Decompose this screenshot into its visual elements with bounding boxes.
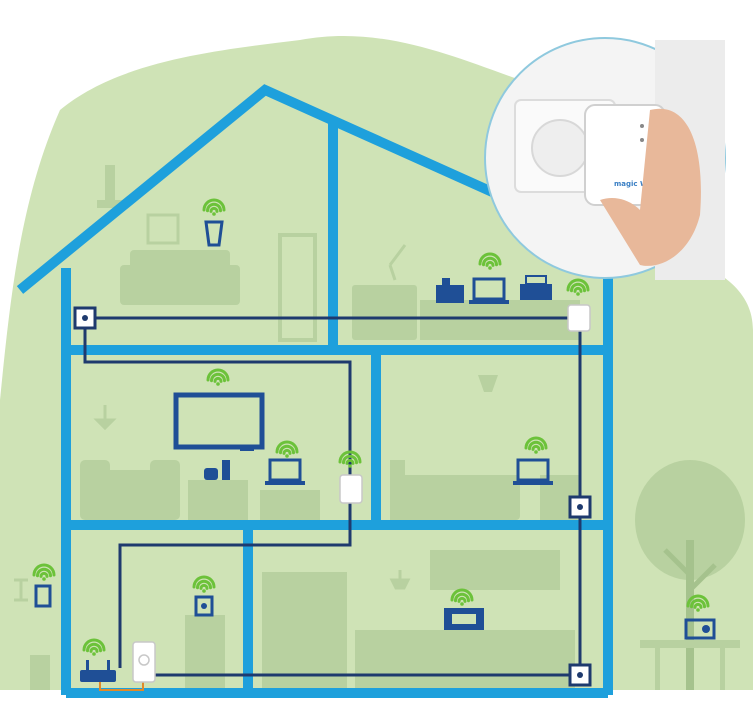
cup-lamp-icon (204, 220, 224, 247)
wifi-icon (32, 563, 56, 581)
wifi-icon (206, 368, 230, 386)
wifi-icon (338, 450, 362, 468)
wifi-icon (524, 436, 548, 454)
radio-icon (684, 618, 716, 640)
powerline-adapter-icon (132, 641, 156, 683)
inset-photo: magic WiFi (484, 37, 726, 280)
wifi-icon (566, 278, 590, 296)
laptop-icon (265, 458, 305, 485)
hand (600, 108, 701, 266)
wifi-icon (450, 588, 474, 606)
wifi-icon (202, 198, 226, 216)
furniture (14, 165, 740, 690)
game-console-icon (204, 460, 230, 480)
adapter-brand-text: magic WiFi (614, 180, 657, 188)
wifi-icon (275, 440, 299, 458)
speaker-icon (194, 595, 214, 617)
wifi-icon (82, 638, 106, 656)
plug-socket-icon (568, 663, 592, 687)
radio-icon (444, 608, 484, 630)
wifi-icon (478, 252, 502, 270)
printer-icon (520, 275, 552, 300)
router-icon (80, 660, 116, 682)
tree-icon (635, 460, 745, 690)
roof (16, 84, 513, 294)
wifi-adapter-icon (567, 304, 591, 332)
wifi-icon (192, 575, 216, 593)
plug-socket-icon (568, 495, 592, 519)
laptop-icon (513, 458, 553, 485)
laptop-icon (469, 277, 509, 304)
outdoor-lamp-icon (34, 584, 52, 608)
wifi-icon (686, 594, 710, 612)
plug-socket-icon (73, 306, 97, 330)
network-switch-icon (436, 278, 464, 303)
tv-icon (173, 392, 265, 451)
wifi-adapter-icon (339, 474, 363, 504)
house-walls (16, 84, 613, 698)
ethernet-cable (99, 680, 144, 691)
